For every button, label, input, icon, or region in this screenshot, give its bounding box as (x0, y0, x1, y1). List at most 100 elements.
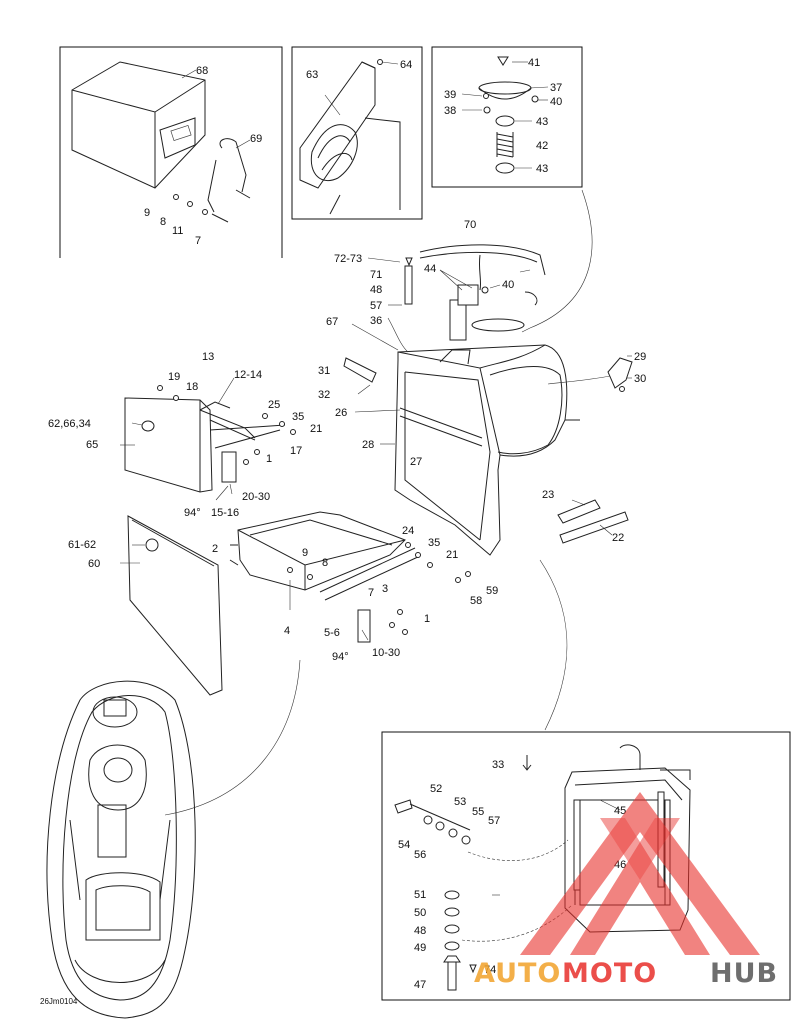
label-25: 25 (268, 399, 280, 411)
label-3: 3 (382, 583, 388, 595)
storage-tray-4 (229, 511, 471, 643)
label-41: 41 (528, 57, 540, 69)
label-58: 58 (470, 595, 482, 607)
label-23: 23 (542, 489, 554, 501)
label-55: 55 (472, 806, 484, 818)
filler-neck-44 (404, 244, 546, 341)
label-37: 37 (550, 82, 562, 94)
label-32: 32 (318, 389, 330, 401)
label-94-deg: 94° (184, 507, 201, 519)
label-54: 54 (398, 839, 410, 851)
label-leaders (120, 61, 632, 896)
label-7b: 7 (368, 587, 374, 599)
spring-42 (496, 132, 514, 158)
label-1b: 1 (424, 613, 430, 625)
label-36: 36 (370, 315, 382, 327)
label-51: 51 (414, 889, 426, 901)
logo-triangle-mark (520, 792, 760, 955)
label-28: 28 (362, 439, 374, 451)
label-59: 59 (486, 585, 498, 597)
label-31: 31 (318, 365, 330, 377)
label-13: 13 (202, 351, 214, 363)
fastener-set-25-35-21-17 (243, 413, 296, 465)
label-7: 7 (195, 235, 201, 247)
label-18: 18 (186, 381, 198, 393)
label-94-deg-b: 94° (332, 651, 349, 663)
strap-69 (207, 138, 251, 213)
label-40: 40 (550, 96, 562, 108)
label-39: 39 (444, 89, 456, 101)
automotohub-logo: AUTO MOTO HUB (474, 792, 778, 989)
label-72-73: 72-73 (334, 253, 362, 265)
inset-frame-drain-valve (431, 46, 583, 188)
label-44: 44 (424, 263, 436, 275)
label-48b: 48 (414, 925, 426, 937)
label-8b: 8 (322, 557, 328, 569)
leader-curves (164, 189, 611, 816)
logo-text-auto: AUTO (474, 958, 561, 989)
inset-frame-storage-box (59, 46, 283, 258)
label-74: 74 (484, 964, 496, 976)
label-27: 27 (410, 456, 422, 468)
bracket-29-30 (607, 357, 633, 392)
label-1: 1 (266, 453, 272, 465)
bolt-stack-52-57 (394, 799, 471, 845)
label-2: 2 (212, 543, 218, 555)
inset-frame-holder (291, 46, 423, 220)
label-43: 43 (536, 116, 548, 128)
label-61-62: 61-62 (68, 539, 96, 551)
label-21: 21 (310, 423, 322, 435)
label-38: 38 (444, 105, 456, 117)
label-24: 24 (402, 525, 414, 537)
label-9: 9 (144, 207, 150, 219)
label-11: 11 (172, 225, 183, 237)
label-57b: 57 (488, 815, 500, 827)
storage-box-68 (71, 61, 206, 189)
holder-63 (299, 59, 401, 215)
label-52: 52 (430, 783, 442, 795)
glovebox-door-65 (124, 385, 286, 493)
label-47: 47 (414, 979, 426, 991)
label-70: 70 (464, 219, 476, 231)
label-5-6: 5-6 (324, 627, 340, 639)
label-8: 8 (160, 216, 166, 228)
liner-60 (127, 515, 223, 696)
label-12-14: 12-14 (234, 369, 262, 381)
label-10-30: 10-30 (372, 647, 400, 659)
label-4: 4 (284, 625, 290, 637)
label-22: 22 (612, 532, 624, 544)
label-60: 60 (88, 558, 100, 570)
label-26: 26 (335, 407, 347, 419)
label-68: 68 (196, 65, 208, 77)
strips-22-23 (557, 499, 629, 544)
cover-31-32 (343, 357, 377, 383)
label-42: 42 (536, 140, 548, 152)
logo-text-moto: MOTO (562, 958, 657, 989)
label-53: 53 (454, 796, 466, 808)
label-35b: 35 (428, 537, 440, 549)
label-9b: 9 (302, 547, 308, 559)
fasteners-9-8-11-7 (173, 194, 229, 223)
label-17: 17 (290, 445, 302, 457)
label-50: 50 (414, 907, 426, 919)
hull-top-view (46, 680, 196, 1019)
label-40b: 40 (502, 279, 514, 291)
label-19: 19 (168, 371, 180, 383)
drawing-code: 26Jm0104 (40, 997, 78, 1006)
label-62-66-34: 62,66,34 (48, 418, 91, 430)
label-30: 30 (634, 373, 646, 385)
label-33: 33 (492, 759, 504, 771)
part-labels: 68 69 9 8 11 7 63 64 41 37 39 38 40 43 4… (48, 57, 646, 991)
label-67: 67 (326, 316, 338, 328)
label-21b: 21 (446, 549, 458, 561)
inset-frame-seat-latch (381, 731, 791, 1001)
bolt-stack-51-47 (443, 890, 477, 991)
storage-compartment-67 (394, 344, 580, 556)
label-29: 29 (634, 351, 646, 363)
drain-valve-assembly (478, 56, 539, 174)
label-49: 49 (414, 942, 426, 954)
label-56: 56 (414, 849, 426, 861)
label-15-16: 15-16 (211, 507, 239, 519)
logo-text-hub: HUB (710, 958, 778, 989)
